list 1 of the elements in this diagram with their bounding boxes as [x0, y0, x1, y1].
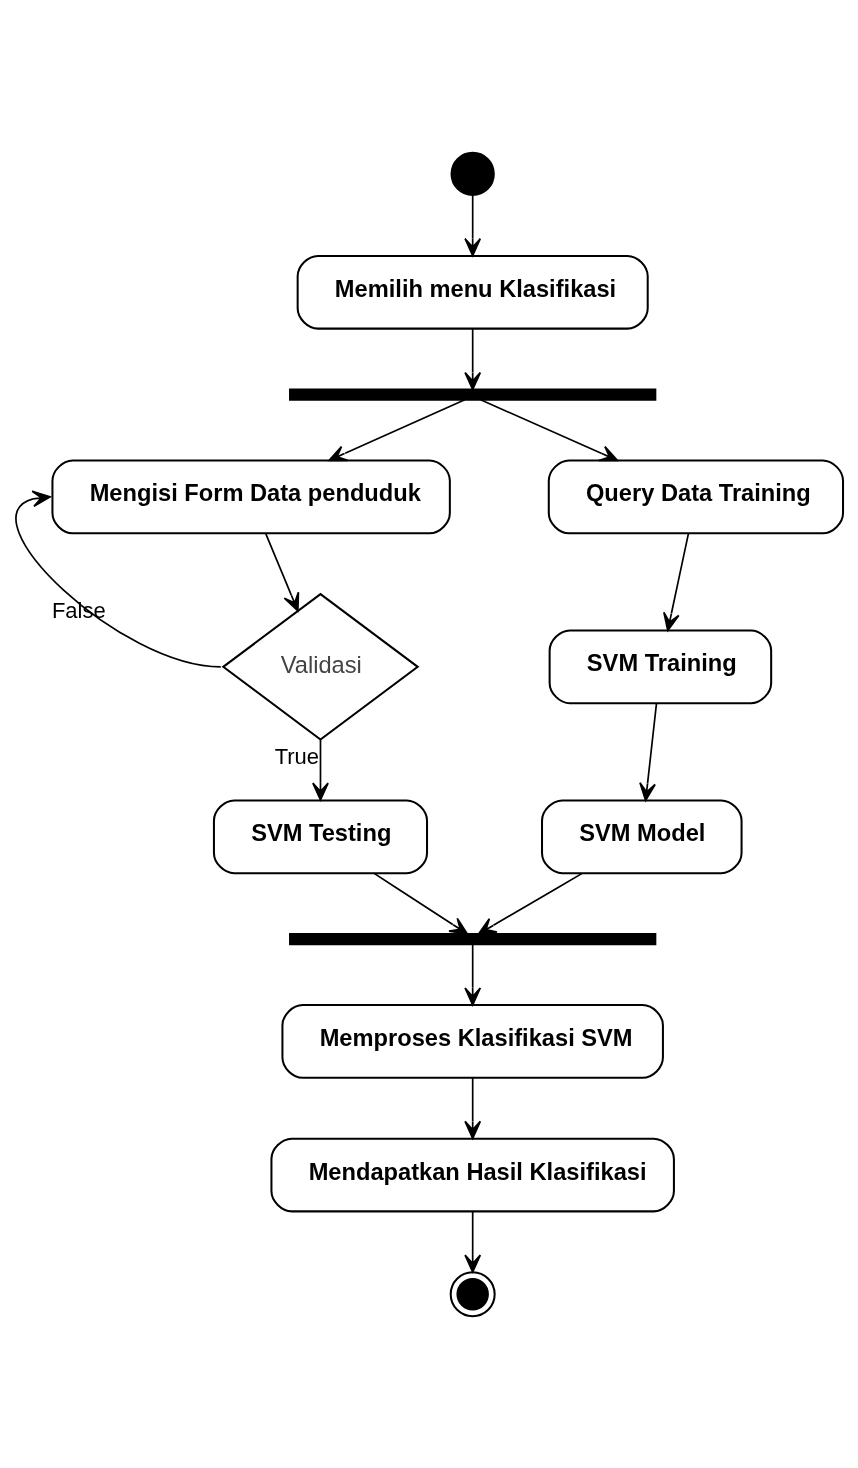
edge-label: True [274, 743, 319, 769]
